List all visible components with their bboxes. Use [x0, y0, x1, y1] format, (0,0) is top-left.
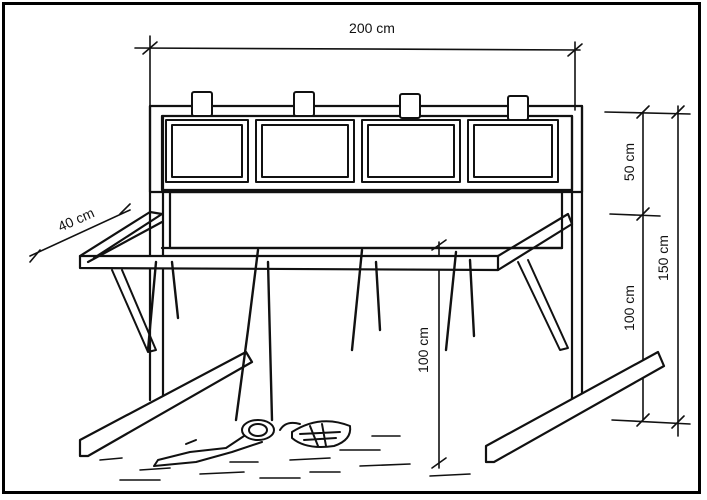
depth-dimension — [29, 203, 131, 263]
compartment-4 — [467, 119, 559, 183]
compartment-1 — [165, 119, 249, 183]
ground-items — [153, 419, 352, 467]
table-top — [78, 210, 574, 272]
table-height-dimension — [431, 239, 447, 469]
width-dimension — [134, 35, 583, 111]
compartment-3 — [361, 119, 461, 183]
total-height-label: 150 cm — [655, 235, 671, 281]
upper-section-label: 50 cm — [621, 143, 637, 181]
depth-label: 40 cm — [55, 204, 96, 234]
table-height-label: 100 cm — [415, 327, 431, 373]
ground-texture — [99, 435, 471, 481]
right-post — [570, 104, 584, 402]
lower-section-label: 100 cm — [621, 285, 637, 331]
label-holders — [191, 91, 529, 121]
hanging-ropes — [146, 248, 476, 422]
width-label: 200 cm — [349, 20, 395, 36]
braces — [111, 259, 569, 353]
left-foot — [78, 350, 254, 458]
right-foot — [484, 350, 666, 464]
compartment-2 — [255, 119, 355, 183]
